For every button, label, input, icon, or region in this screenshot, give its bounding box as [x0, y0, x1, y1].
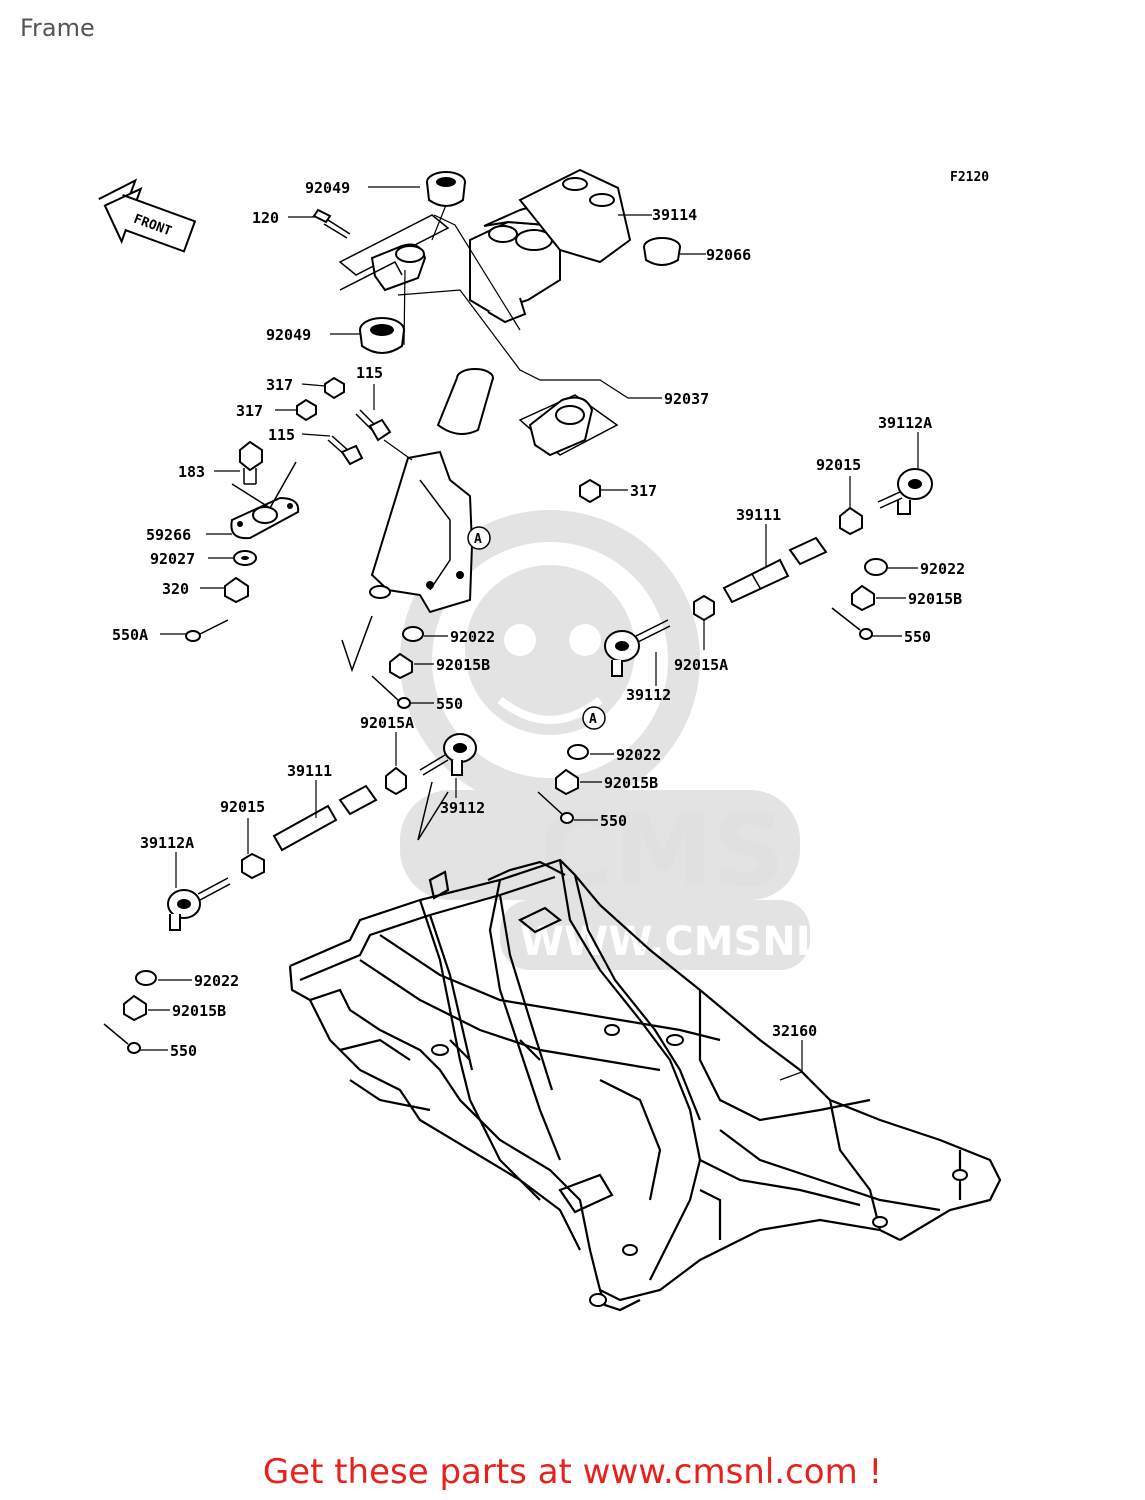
part-labels: 92049 120 39114 92066 92049 317 115 317 …	[112, 179, 965, 1060]
nut-92015A-right	[693, 594, 715, 622]
washer-92022-l	[135, 970, 157, 986]
bolt-183	[239, 440, 263, 485]
label-92022-r1[interactable]: 92022	[920, 560, 965, 578]
label-59266[interactable]: 59266	[146, 526, 191, 544]
figure-code: F2120	[950, 170, 989, 185]
tie-rod-end-39112A-right	[877, 468, 933, 515]
label-32160[interactable]: 32160	[772, 1022, 817, 1040]
label-550-l[interactable]: 550	[170, 1042, 197, 1060]
label-120[interactable]: 120	[252, 209, 279, 227]
handlebar-holder-upper-92037	[518, 394, 619, 457]
label-92015A-right[interactable]: 92015A	[674, 656, 728, 674]
page-title: Frame	[20, 14, 95, 42]
pin-550-r1	[831, 607, 873, 640]
label-550-c1[interactable]: 550	[436, 695, 463, 713]
nut-92015-right	[839, 506, 863, 536]
leader-lines	[140, 186, 919, 1081]
label-39111-right[interactable]: 39111	[736, 506, 781, 524]
frame-32160	[288, 858, 1002, 1312]
label-92049-top[interactable]: 92049	[305, 179, 350, 197]
label-317-b[interactable]: 317	[236, 402, 263, 420]
tie-rod-39111-right	[722, 536, 828, 604]
bracket-59266	[230, 496, 300, 540]
label-39112-right[interactable]: 39112	[626, 686, 671, 704]
label-550-r1[interactable]: 550	[904, 628, 931, 646]
nut-92015-left	[241, 852, 265, 880]
nut-92015B-c2	[555, 768, 579, 796]
label-320[interactable]: 320	[162, 580, 189, 598]
label-92015B-r1[interactable]: 92015B	[908, 590, 962, 608]
bolt-115-a	[355, 409, 392, 442]
label-92015-right[interactable]: 92015	[816, 456, 861, 474]
label-92049-mid[interactable]: 92049	[266, 326, 311, 344]
washer-92022-r1	[864, 558, 888, 576]
watermark-url: WWW.CMSNL.COM	[520, 919, 940, 965]
nut-92015B-r1	[851, 584, 875, 612]
washer-92022-c1	[402, 626, 424, 642]
leader-bracket	[231, 461, 297, 510]
collar-top-92049	[426, 171, 466, 207]
collar-mid-92049	[359, 317, 405, 354]
bolt-120	[312, 208, 351, 239]
nut-317-a	[324, 376, 345, 400]
cap-92066	[643, 237, 681, 266]
label-115-b[interactable]: 115	[268, 426, 295, 444]
watermark-text: CMS	[540, 792, 785, 909]
ref-marker-a-mid: A	[582, 706, 606, 730]
steering-bracket	[369, 450, 474, 614]
svg-text:A: A	[474, 532, 482, 547]
label-39114[interactable]: 39114	[652, 206, 697, 224]
washer-92027	[233, 550, 257, 566]
tie-rod-39111-left	[272, 784, 378, 852]
washer-92022-c2	[567, 744, 589, 760]
leader-bracket-b	[341, 615, 373, 673]
label-92027[interactable]: 92027	[150, 550, 195, 568]
label-550A[interactable]: 550A	[112, 626, 148, 644]
nut-92015B-c1	[389, 652, 413, 680]
nut-92015B-l	[123, 994, 147, 1022]
pin-550A	[185, 619, 229, 642]
label-317-a[interactable]: 317	[266, 376, 293, 394]
label-92037[interactable]: 92037	[664, 390, 709, 408]
watermark: CMS WWW.CMSNL.COM	[400, 510, 940, 970]
nut-317-b	[296, 398, 317, 422]
label-92015A-center[interactable]: 92015A	[360, 714, 414, 732]
steering-pipe	[436, 368, 494, 435]
label-92015B-c2[interactable]: 92015B	[604, 774, 658, 792]
tie-rod-end-39112A-left	[167, 877, 231, 931]
label-92066[interactable]: 92066	[706, 246, 751, 264]
pin-550-c1	[371, 675, 411, 709]
handlebar-holder-lower	[338, 214, 450, 292]
tie-rod-end-39112-center	[419, 733, 477, 776]
steering-shaft-39114	[469, 168, 632, 324]
label-550-c2[interactable]: 550	[600, 812, 627, 830]
label-39112A-left[interactable]: 39112A	[140, 834, 194, 852]
label-92022-c2[interactable]: 92022	[616, 746, 661, 764]
leader-39112-center	[417, 781, 449, 841]
footer-link[interactable]: Get these parts at www.cmsnl.com !	[262, 1452, 883, 1492]
label-92015B-l[interactable]: 92015B	[172, 1002, 226, 1020]
label-39112A-right[interactable]: 39112A	[878, 414, 932, 432]
label-39112-center[interactable]: 39112	[440, 799, 485, 817]
front-arrow-icon: FRONT	[98, 178, 197, 253]
label-115-a[interactable]: 115	[356, 364, 383, 382]
label-39111-left[interactable]: 39111	[287, 762, 332, 780]
label-92022-l[interactable]: 92022	[194, 972, 239, 990]
nut-92015A-center	[385, 766, 407, 796]
label-183[interactable]: 183	[178, 463, 205, 481]
pin-550-l	[103, 1023, 141, 1054]
ref-marker-a-top: A	[467, 526, 491, 550]
label-92015B-c1[interactable]: 92015B	[436, 656, 490, 674]
label-92022-c1[interactable]: 92022	[450, 628, 495, 646]
bolt-115-b	[327, 435, 364, 466]
nut-317-c	[579, 478, 601, 504]
tie-rod-end-39112-right	[604, 619, 671, 677]
label-92015-left[interactable]: 92015	[220, 798, 265, 816]
nut-320	[224, 576, 249, 604]
pin-550-c2	[537, 791, 574, 824]
svg-text:A: A	[589, 712, 597, 727]
label-317-c[interactable]: 317	[630, 482, 657, 500]
